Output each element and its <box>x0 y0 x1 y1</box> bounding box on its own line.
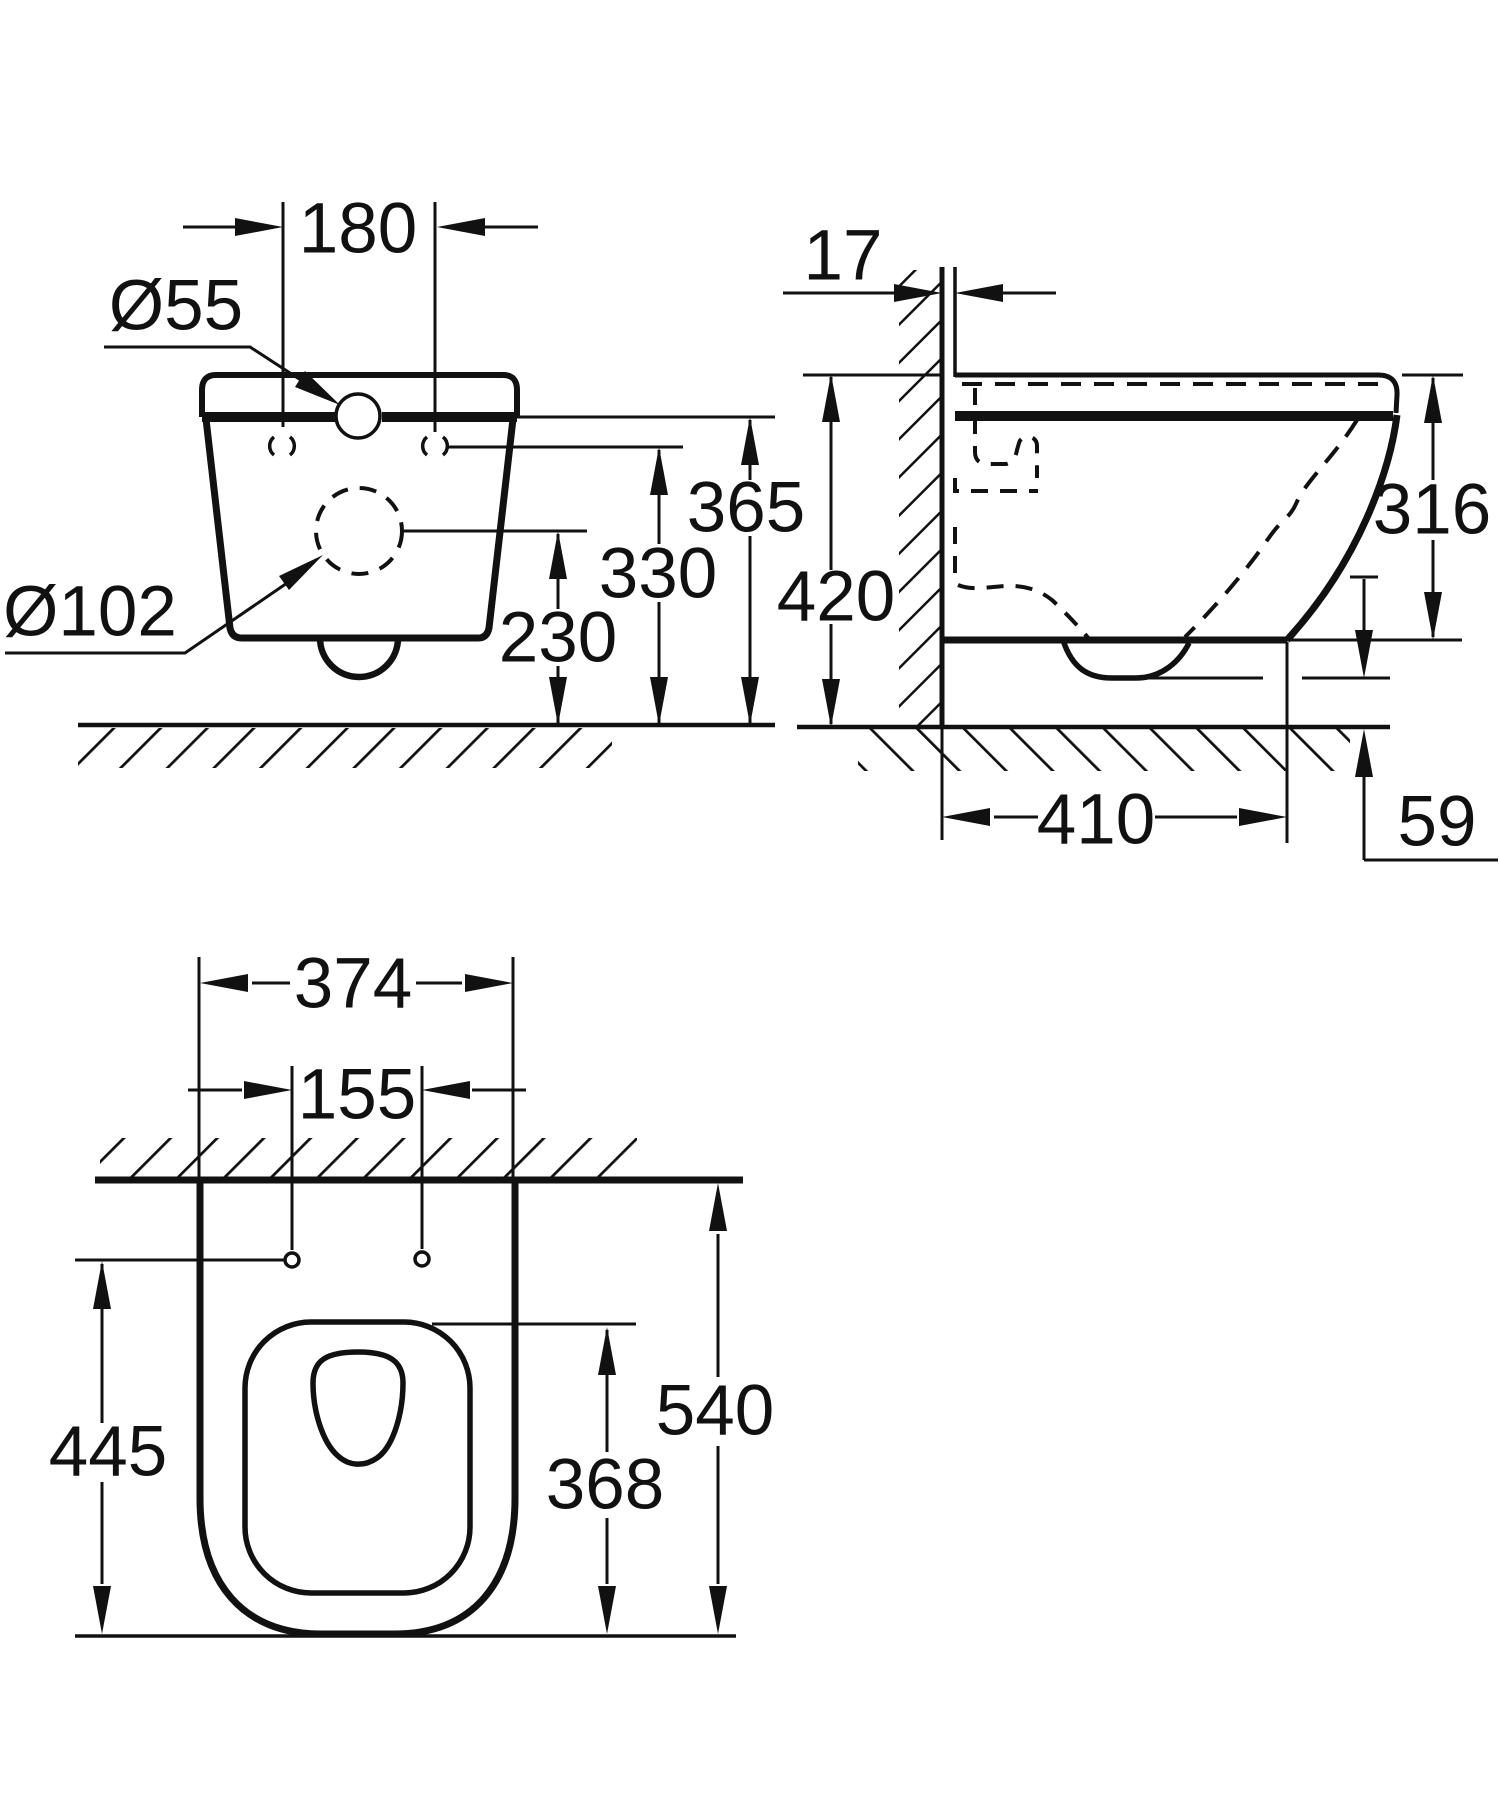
dim-label-59: 59 <box>1398 783 1477 862</box>
arrowhead <box>1424 375 1442 423</box>
rim-top-outline <box>955 372 1400 414</box>
arrowhead <box>598 1586 616 1634</box>
arrowhead <box>93 1586 111 1634</box>
arrowhead <box>93 1261 111 1309</box>
front-view: 180 Ø55 Ø102 365 330 230 <box>3 190 805 768</box>
dim-label-230: 230 <box>499 599 617 678</box>
dim-label-368: 368 <box>546 1446 664 1525</box>
arrowhead <box>422 1081 470 1099</box>
wall-hatch <box>899 270 942 727</box>
arrowhead <box>549 531 567 579</box>
extension-lines-180 <box>281 202 437 432</box>
arrowhead <box>650 447 668 495</box>
arrowhead <box>741 417 759 465</box>
arrowhead <box>549 677 567 725</box>
cistern-outline <box>199 372 520 417</box>
dim-label-330: 330 <box>599 535 717 614</box>
dim-line-59 <box>1350 575 1498 862</box>
flush-hole-circle <box>334 392 382 440</box>
arrowhead <box>650 677 668 725</box>
arrowhead <box>709 1586 727 1634</box>
arrowhead <box>235 218 283 236</box>
arrowhead <box>1239 808 1287 826</box>
wall-hatch <box>100 1138 637 1180</box>
dim-label-540: 540 <box>656 1372 774 1451</box>
mounting-hole-right <box>413 1250 431 1268</box>
hidden-inlet-line <box>953 478 1038 493</box>
seat-ring-outline <box>242 1319 473 1596</box>
dim-label-410: 410 <box>1037 781 1155 860</box>
arrowhead <box>955 284 1003 302</box>
outlet-hole-circle <box>314 486 404 576</box>
bowl-front-outline <box>202 418 517 642</box>
arrowhead <box>598 1327 616 1375</box>
hidden-bowl-back <box>1183 418 1359 639</box>
mounting-hole-right <box>420 435 450 457</box>
dim-label-365: 365 <box>687 469 805 548</box>
trap-bulge <box>1060 639 1192 681</box>
hidden-flush-channel <box>973 388 1039 478</box>
hidden-trap-curve <box>957 583 1092 642</box>
dim-label-420: 420 <box>777 558 895 637</box>
outlet-bump-arc <box>316 637 402 681</box>
arrowhead <box>1424 592 1442 640</box>
bowl-opening-outline <box>310 1349 406 1467</box>
arrowhead <box>942 808 990 826</box>
mounting-hole-left <box>283 1251 301 1269</box>
dim-label-445: 445 <box>49 1413 167 1492</box>
dim-label-374: 374 <box>294 945 412 1024</box>
side-view: 17 420 316 410 <box>777 217 1498 862</box>
arrowhead <box>822 374 840 422</box>
arrowhead <box>822 679 840 727</box>
bowl-side-profile <box>1284 414 1401 643</box>
arrowhead <box>741 677 759 725</box>
dim-label-17: 17 <box>804 217 883 296</box>
bowl-plan-outline <box>196 1180 519 1638</box>
arrowhead <box>465 974 513 992</box>
dim-label-outlet-dia: Ø102 <box>3 573 177 652</box>
arrowhead <box>894 284 942 302</box>
arrowhead <box>1355 630 1373 678</box>
arrowhead <box>295 371 340 405</box>
arrowhead <box>709 1183 727 1231</box>
ground-hatch <box>858 729 1350 771</box>
dim-label-155: 155 <box>298 1056 416 1135</box>
arrowhead <box>279 555 323 590</box>
leader-outlet-hole <box>5 579 291 655</box>
extension-lines-155 <box>290 1066 424 1250</box>
plan-view: 374 155 445 368 540 <box>49 945 774 1638</box>
arrowhead <box>200 974 248 992</box>
arrowhead <box>244 1081 292 1099</box>
extension-lines-410 <box>940 642 1289 843</box>
arrowhead <box>437 218 485 236</box>
ground-hatch <box>78 728 612 768</box>
dim-label-flush-dia: Ø55 <box>109 267 243 346</box>
mounting-hole-left <box>267 435 297 457</box>
dim-label-180: 180 <box>299 190 417 269</box>
extension-lines-374 <box>197 957 515 1177</box>
arrowhead <box>1355 729 1373 777</box>
dim-label-316: 316 <box>1373 471 1491 550</box>
